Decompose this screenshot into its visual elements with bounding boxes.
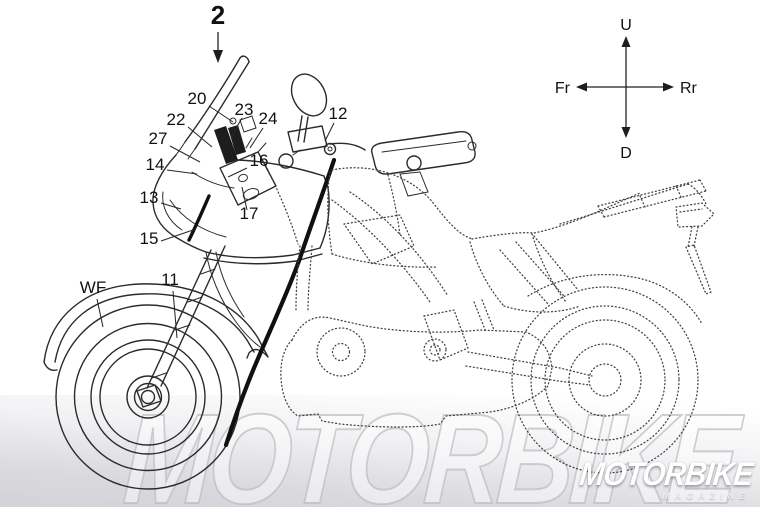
leader-line-12 bbox=[324, 122, 335, 142]
part-label-20: 20 bbox=[188, 89, 207, 108]
front-fender bbox=[43, 283, 269, 372]
part-label-22: 22 bbox=[167, 110, 186, 129]
front-fork bbox=[146, 245, 226, 389]
part-label-23: 23 bbox=[235, 100, 254, 119]
watermark-band bbox=[0, 395, 760, 507]
leader-line-14 bbox=[166, 169, 198, 175]
magazine-logo: MOTORBIKE MAGAZINE bbox=[558, 455, 755, 501]
compass-down-label: D bbox=[620, 145, 632, 162]
part-label-WF: WF bbox=[80, 278, 106, 297]
front-cowl bbox=[152, 154, 330, 348]
compass-rear-arrow bbox=[663, 82, 674, 92]
leader-line-11 bbox=[172, 290, 178, 339]
compass-up-label: U bbox=[620, 17, 632, 34]
mirror-and-lever bbox=[278, 73, 366, 169]
part-label-24: 24 bbox=[259, 109, 278, 128]
part-label-16: 16 bbox=[250, 151, 269, 170]
part-label-14: 14 bbox=[146, 155, 165, 174]
orientation-compass: U D Fr Rr bbox=[555, 17, 698, 162]
body-dotted bbox=[263, 161, 715, 428]
compass-front-arrow bbox=[576, 82, 587, 92]
leader-line-24 bbox=[249, 127, 264, 149]
leader-line-22 bbox=[187, 126, 213, 148]
rear-wheel bbox=[511, 286, 699, 474]
leader-line-13 bbox=[160, 202, 182, 210]
logo-subtitle: MAGAZINE bbox=[661, 491, 751, 501]
compass-down-arrow bbox=[621, 127, 631, 138]
figure-number-group: 2 bbox=[211, 0, 225, 63]
leader-line-15 bbox=[160, 229, 194, 242]
front-wheel bbox=[55, 304, 241, 490]
part-label-27: 27 bbox=[149, 129, 168, 148]
figure-arrow-head bbox=[213, 50, 223, 63]
compass-up-arrow bbox=[621, 36, 631, 47]
leader-line-23 bbox=[230, 117, 243, 138]
leader-line-20 bbox=[208, 105, 234, 123]
part-label-15: 15 bbox=[140, 229, 159, 248]
figure-number: 2 bbox=[211, 0, 225, 30]
leader-line-27 bbox=[169, 145, 201, 163]
compass-rear-label: Rr bbox=[680, 80, 698, 97]
part-label-11: 11 bbox=[161, 270, 179, 289]
part-label-12: 12 bbox=[329, 104, 348, 123]
brake-cable bbox=[187, 157, 337, 448]
right-grip-assembly bbox=[371, 130, 477, 197]
leader-line-WF bbox=[96, 298, 104, 328]
logo-title: MOTORBIKE bbox=[577, 455, 755, 492]
leader-line-16 bbox=[227, 167, 248, 178]
part-label-17: 17 bbox=[240, 204, 259, 223]
compass-front-label: Fr bbox=[555, 80, 571, 97]
leader-line-17 bbox=[241, 186, 248, 211]
part-label-13: 13 bbox=[140, 188, 159, 207]
